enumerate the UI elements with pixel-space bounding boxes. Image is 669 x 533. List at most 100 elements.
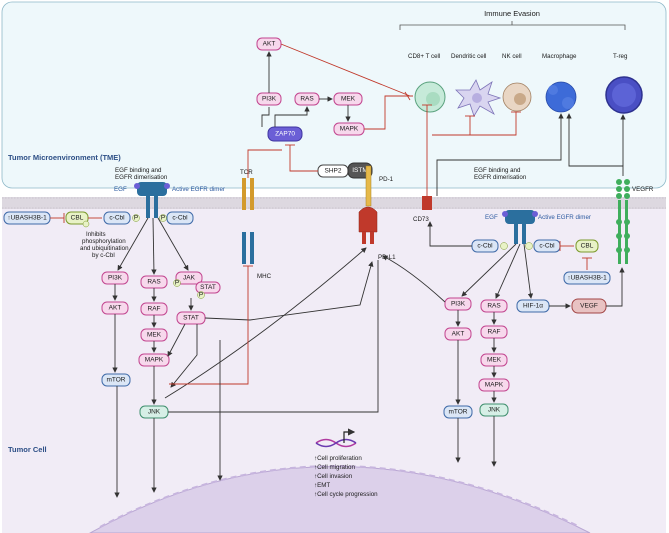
left-jak: JAK bbox=[175, 271, 203, 285]
svg-text:PD-L1: PD-L1 bbox=[378, 254, 396, 261]
svg-text:ZAP70: ZAP70 bbox=[275, 131, 295, 138]
svg-text:P: P bbox=[134, 215, 138, 222]
svg-text:PI3K: PI3K bbox=[262, 96, 277, 103]
right-vegf: VEGF bbox=[571, 298, 607, 314]
left-ras: RAS bbox=[140, 275, 168, 289]
right-ccbl-2: c-Cbl bbox=[533, 239, 561, 253]
svg-text:RAF: RAF bbox=[148, 306, 161, 313]
svg-text:AKT: AKT bbox=[452, 331, 465, 338]
right-cbl: CBL bbox=[575, 239, 599, 253]
svg-text:JNK: JNK bbox=[488, 407, 501, 414]
svg-text:P: P bbox=[175, 280, 179, 287]
svg-text:MAPK: MAPK bbox=[340, 126, 359, 133]
svg-text:ISTM: ISTM bbox=[352, 167, 368, 174]
tme-pi3k: PI3K bbox=[256, 92, 282, 106]
tme-region bbox=[1, 1, 667, 189]
svg-text:MEK: MEK bbox=[487, 357, 502, 364]
svg-text:↑Cell proliferation ↑Cell: ↑Cell proliferation ↑Cell migration ↑Cel… bbox=[314, 455, 378, 498]
right-jnk: JNK bbox=[479, 403, 509, 417]
left-ccbl-1: c-Cbl bbox=[103, 211, 131, 225]
macrophage: Macrophage bbox=[542, 53, 577, 113]
svg-text:↑UBASH3B-1: ↑UBASH3B-1 bbox=[7, 215, 47, 222]
svg-text:Dendritic cell: Dendritic cell bbox=[451, 53, 486, 60]
svg-text:c-Cbl: c-Cbl bbox=[172, 215, 188, 222]
cd8-t-cell: CD8+ T cell bbox=[408, 53, 446, 113]
left-stat-1: STAT bbox=[195, 281, 221, 294]
svg-text:EGF: EGF bbox=[114, 186, 127, 193]
svg-text:SHP2: SHP2 bbox=[325, 168, 342, 175]
left-ccbl-2: c-Cbl bbox=[166, 211, 194, 225]
svg-text:STAT: STAT bbox=[200, 284, 216, 291]
svg-text:STAT: STAT bbox=[183, 315, 199, 322]
right-mtor: mTOR bbox=[443, 405, 473, 419]
immune-evasion-title: Immune Evasion bbox=[484, 9, 540, 18]
left-akt: AKT bbox=[101, 301, 129, 315]
tumor-cell-label: Tumor Cell bbox=[8, 445, 47, 454]
left-ubash: ↑UBASH3B-1 bbox=[3, 211, 51, 225]
dna-icon bbox=[315, 428, 357, 448]
right-egfr-dimer bbox=[502, 210, 538, 244]
svg-text:CD73: CD73 bbox=[413, 216, 429, 223]
svg-text:MHC: MHC bbox=[257, 273, 272, 280]
svg-text:NK cell: NK cell bbox=[502, 53, 522, 60]
nk-cell: NK cell bbox=[502, 53, 532, 112]
svg-text:Active EGFR dimer: Active EGFR dimer bbox=[538, 214, 591, 221]
shp2-node: SHP2 bbox=[317, 164, 349, 178]
right-raf: RAF bbox=[480, 325, 508, 339]
dendritic-cell: Dendritic cell bbox=[451, 53, 502, 117]
svg-text:EGF: EGF bbox=[485, 214, 498, 221]
right-ccbl-1: c-Cbl bbox=[471, 239, 499, 253]
left-egfr-dimer bbox=[134, 182, 170, 218]
inhibit-note-1: Inhibits bbox=[86, 231, 106, 238]
cell-membrane bbox=[2, 197, 666, 209]
svg-text:P: P bbox=[199, 292, 203, 299]
svg-text:mTOR: mTOR bbox=[106, 377, 125, 384]
svg-text:VEGFR: VEGFR bbox=[632, 186, 654, 193]
inhibit-note-3: and ubiquitination bbox=[80, 245, 129, 252]
svg-text:c-Cbl: c-Cbl bbox=[109, 215, 125, 222]
right-hif: HIF-1α bbox=[516, 299, 550, 313]
svg-text:Active EGFR dimer: Active EGFR dimer bbox=[172, 186, 225, 193]
treg-cell: T-reg bbox=[605, 53, 643, 114]
svg-text:PD-1: PD-1 bbox=[379, 176, 394, 183]
svg-text:Inhibits phosphorylation: Inhibits phosphorylation and ubiquitinat… bbox=[80, 231, 130, 259]
left-mek: MEK bbox=[140, 328, 168, 342]
left-raf: RAF bbox=[140, 302, 168, 316]
svg-text:AKT: AKT bbox=[109, 305, 122, 312]
svg-text:AKT: AKT bbox=[263, 41, 276, 48]
svg-text:MAPK: MAPK bbox=[145, 357, 164, 364]
tme-mek: MEK bbox=[333, 92, 363, 106]
svg-text:RAS: RAS bbox=[300, 96, 314, 103]
svg-text:TCR: TCR bbox=[240, 169, 253, 176]
svg-text:Macrophage: Macrophage bbox=[542, 53, 577, 60]
left-jnk: JNK bbox=[139, 405, 169, 419]
svg-text:RAS: RAS bbox=[487, 303, 501, 310]
right-pi3k: PI3K bbox=[444, 297, 472, 311]
svg-text:RAS: RAS bbox=[147, 279, 161, 286]
left-mapk: MAPK bbox=[138, 353, 170, 367]
svg-text:JAK: JAK bbox=[183, 275, 196, 282]
inhibit-note-4: by c-Cbl bbox=[92, 252, 115, 259]
svg-text:PI3K: PI3K bbox=[108, 275, 123, 282]
tme-label: Tumor Microenvironment (TME) bbox=[8, 153, 121, 162]
svg-text:MEK: MEK bbox=[147, 332, 162, 339]
left-mtor: mTOR bbox=[101, 373, 131, 387]
svg-text:MEK: MEK bbox=[341, 96, 356, 103]
svg-text:c-Cbl: c-Cbl bbox=[539, 243, 555, 250]
tme-ras: RAS bbox=[294, 92, 320, 106]
svg-text:RAF: RAF bbox=[488, 329, 501, 336]
svg-text:c-Cbl: c-Cbl bbox=[477, 243, 493, 250]
svg-text:VEGF: VEGF bbox=[580, 303, 598, 310]
right-mapk: MAPK bbox=[478, 378, 510, 392]
tme-akt: AKT bbox=[256, 37, 282, 51]
svg-text:HIF-1α: HIF-1α bbox=[523, 303, 543, 310]
tme-mapk: MAPK bbox=[333, 122, 365, 136]
tcr-receptor: TCR bbox=[240, 169, 254, 210]
svg-text:mTOR: mTOR bbox=[448, 409, 467, 416]
right-akt: AKT bbox=[444, 327, 472, 341]
tme-zap70: ZAP70 bbox=[267, 126, 303, 142]
